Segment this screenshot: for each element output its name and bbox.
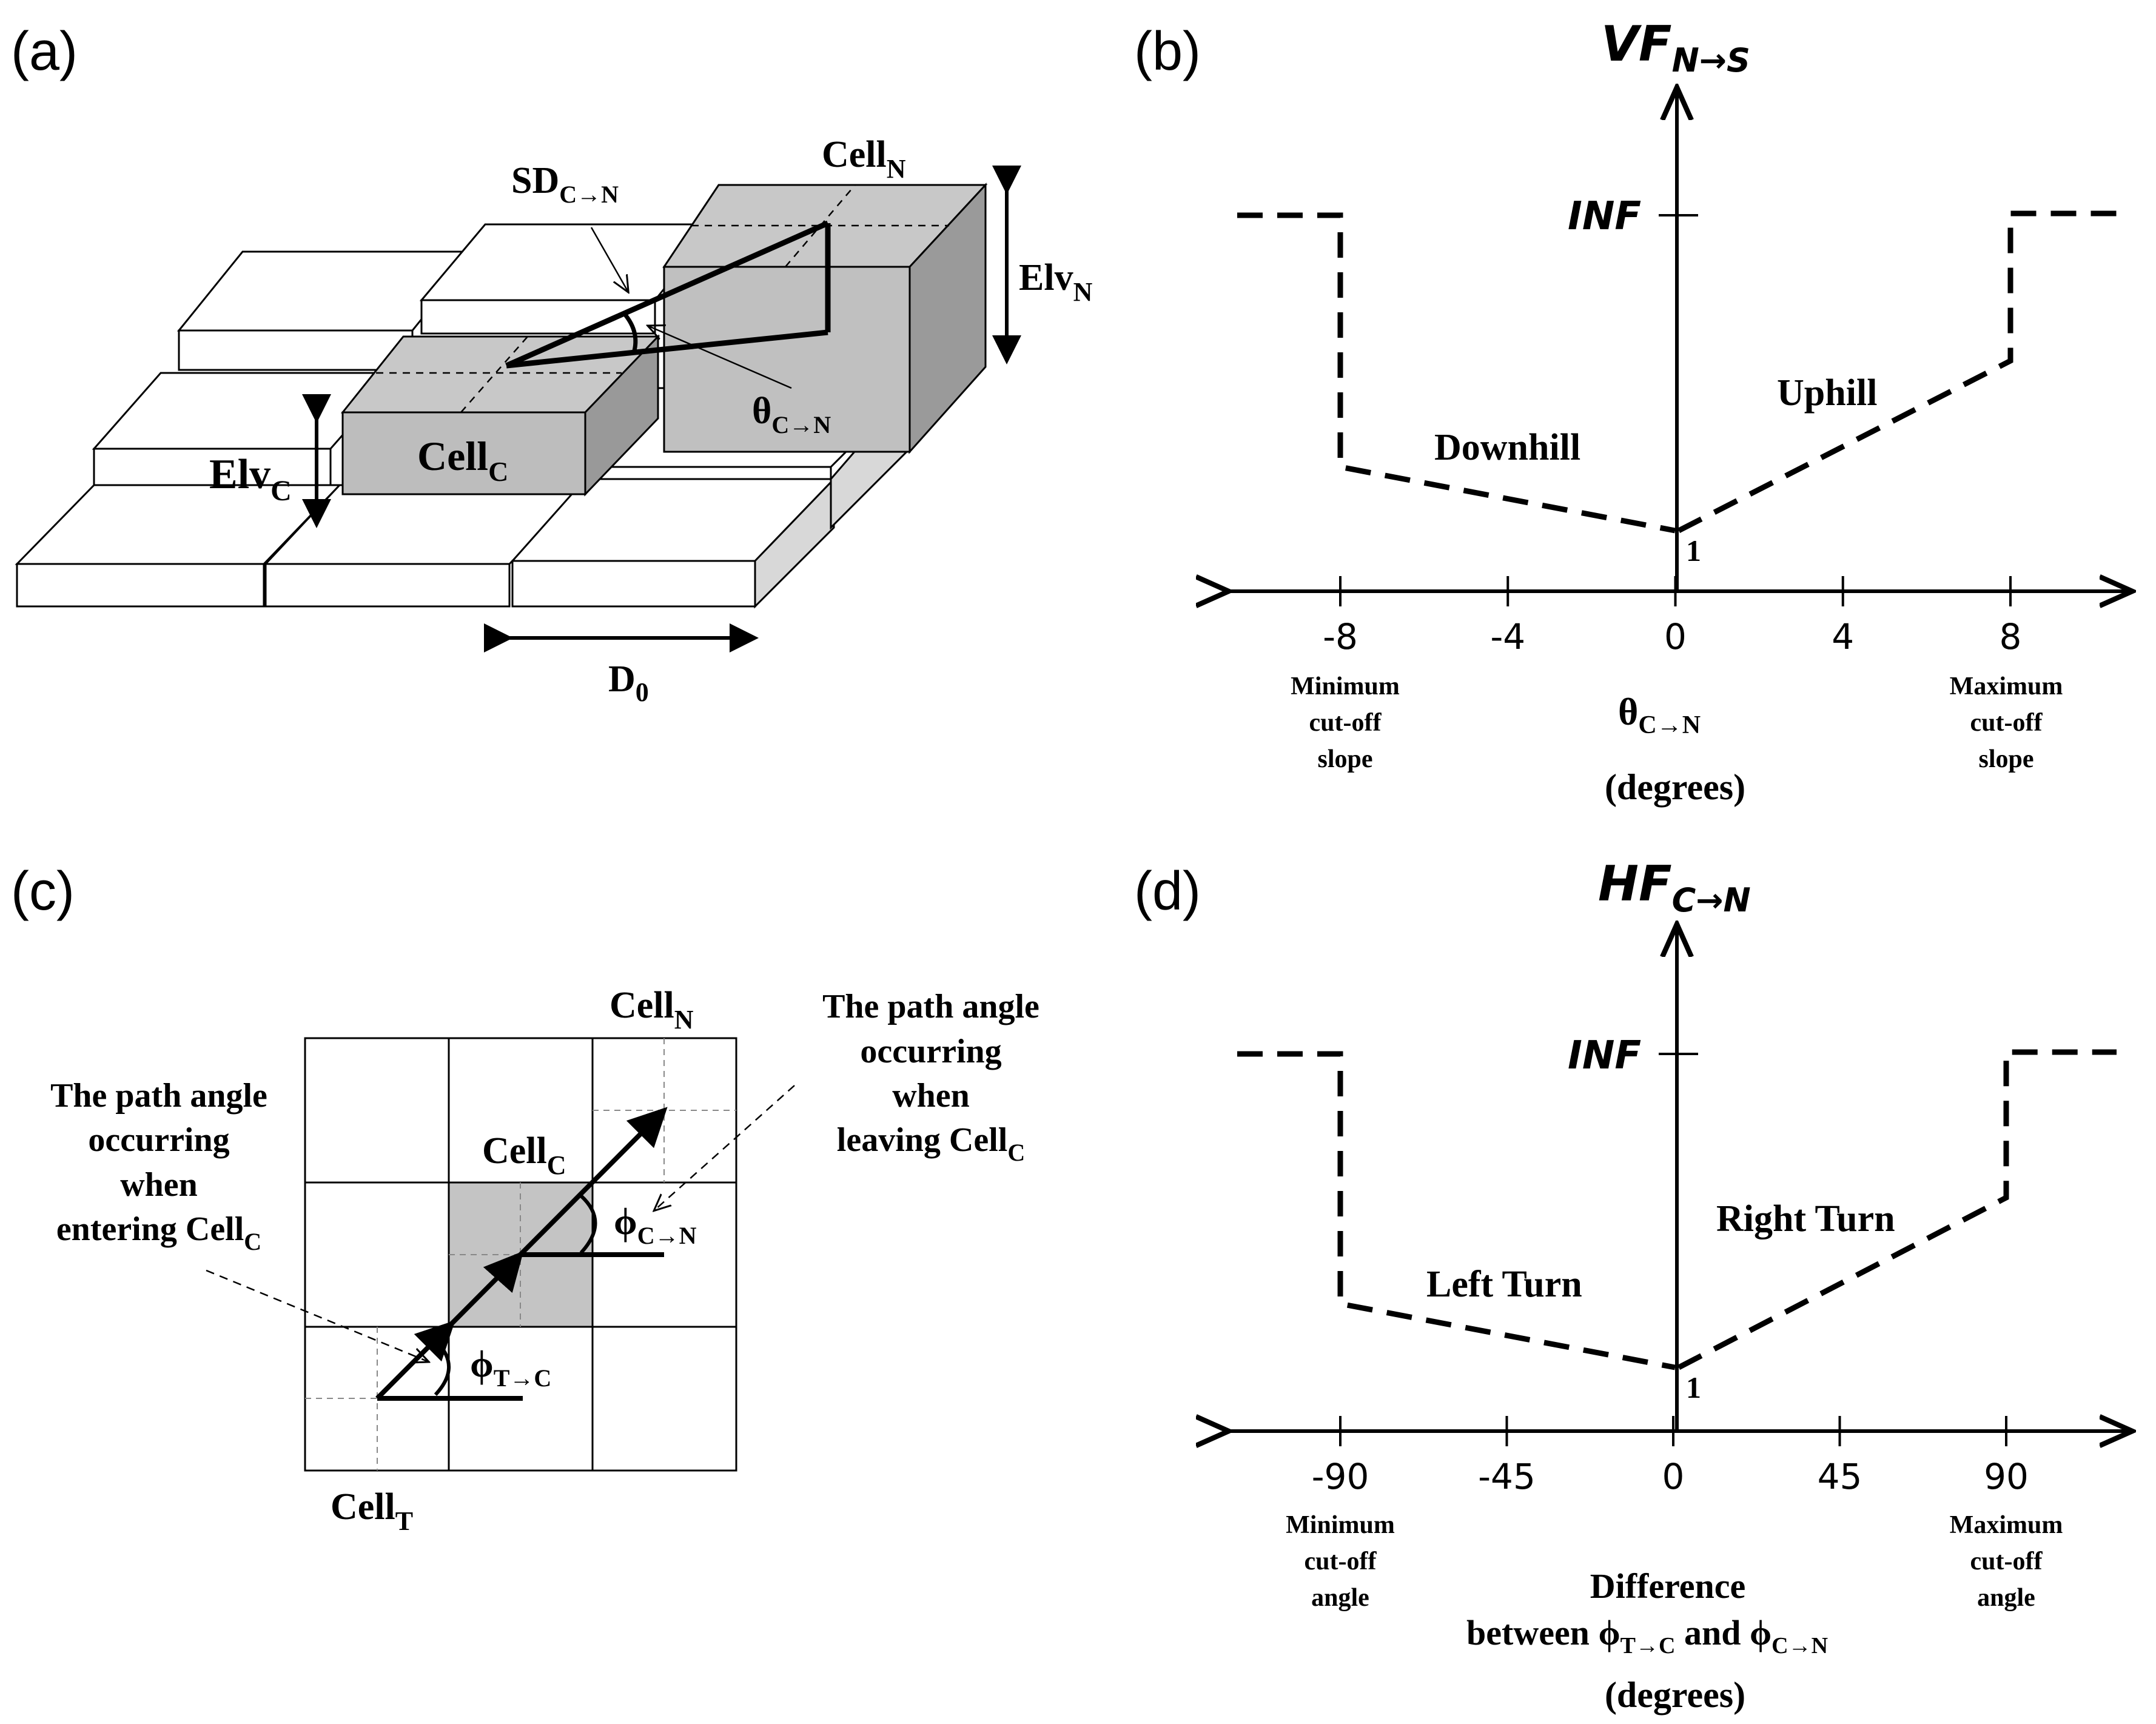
block-front-right-side: [754, 477, 835, 609]
svg-text:slope: slope: [1978, 745, 2033, 773]
cell-c-block: [340, 334, 660, 497]
b-uphill-line: [1677, 210, 2117, 534]
svg-text:Minimum: Minimum: [1286, 1511, 1395, 1539]
c-phi-cn-label: ϕC→N: [614, 1201, 697, 1249]
d-tick-label-1: -45: [1478, 1456, 1536, 1497]
b-tick-label-1: -4: [1490, 616, 1525, 657]
c-right-pointer: [655, 1085, 795, 1210]
svg-text:leaving CellC: leaving CellC: [837, 1121, 1025, 1166]
svg-text:when: when: [120, 1166, 198, 1204]
cell-n-label: CellN: [822, 134, 906, 184]
panel-b-letter: (b): [1134, 21, 1201, 82]
b-tick-label-2: 0: [1664, 616, 1687, 657]
d-tick-label-3: 45: [1818, 1456, 1862, 1497]
d-tick-label-0: -90: [1312, 1456, 1369, 1497]
d-left-turn-label: Left Turn: [1426, 1264, 1582, 1305]
svg-text:Maximum: Maximum: [1950, 672, 2063, 700]
svg-text:cut-off: cut-off: [1970, 709, 2043, 737]
b-tick-labels: -8 -4 0 4 8: [1323, 616, 2021, 657]
c-right-note: The path angle occurring when leaving Ce…: [822, 988, 1039, 1166]
d-one-label: 1: [1686, 1370, 1701, 1404]
panel-d-letter: (d): [1134, 861, 1201, 922]
b-one-label: 1: [1686, 534, 1701, 568]
svg-text:cut-off: cut-off: [1970, 1548, 2043, 1575]
d-inf-label: INF: [1568, 1033, 1641, 1078]
b-x-label: θC→N: [1618, 690, 1701, 739]
slope-triangle: [505, 220, 831, 369]
d-tick-marks: [1339, 1416, 2007, 1446]
svg-text:The path angle: The path angle: [822, 988, 1039, 1025]
c-left-note: The path angle occurring when entering C…: [50, 1077, 267, 1255]
block-front-right-front: [511, 560, 756, 608]
cell-c-label: CellC: [417, 433, 508, 487]
sd-pointer: [590, 227, 628, 291]
block-front-mid-front: [264, 563, 511, 608]
d-x-label-1: Difference: [1590, 1566, 1746, 1606]
d-curve: [1237, 1049, 2117, 1370]
c-cell-centerlines: [305, 1038, 736, 1471]
c-left-pointer: [206, 1269, 428, 1361]
d-x-label-2: between ϕT→C and ϕC→N: [1466, 1613, 1828, 1659]
d-left-turn-line: [1237, 1051, 1676, 1370]
svg-text:slope: slope: [1317, 745, 1372, 773]
sd-label: SDC→N: [511, 160, 619, 208]
b-min-note: Minimum cut-off slope: [1291, 672, 1400, 773]
theta-pointer: [649, 326, 792, 389]
b-y-label: VFN→S: [1601, 16, 1750, 79]
d-right-turn-line: [1677, 1049, 2117, 1370]
cell-n-block: [662, 183, 988, 454]
block-back-left-front: [178, 329, 414, 371]
b-max-note: Maximum cut-off slope: [1950, 672, 2063, 773]
svg-text:Maximum: Maximum: [1950, 1511, 2063, 1539]
svg-text:occurring: occurring: [88, 1121, 229, 1159]
b-downhill-label: Downhill: [1434, 427, 1580, 468]
b-inf-label: INF: [1568, 194, 1641, 239]
svg-text:occurring: occurring: [860, 1033, 1001, 1070]
theta-label: θC→N: [752, 391, 831, 438]
svg-text:cut-off: cut-off: [1305, 1548, 1377, 1575]
svg-text:cut-off: cut-off: [1309, 709, 1382, 737]
block-front-left-front: [16, 563, 265, 608]
d0-label: D0: [608, 659, 649, 707]
svg-text:Minimum: Minimum: [1291, 672, 1400, 700]
d-min-note: Minimum cut-off angle: [1286, 1511, 1395, 1612]
d-tick-labels: -90 -45 0 45 90: [1312, 1456, 2029, 1497]
svg-text:entering CellC: entering CellC: [56, 1210, 261, 1255]
c-cell-t-label: CellT: [331, 1486, 413, 1536]
panel-a: (a): [11, 21, 1093, 707]
svg-text:angle: angle: [1311, 1584, 1369, 1612]
b-tick-label-3: 4: [1832, 616, 1854, 657]
b-curve: [1237, 210, 2117, 534]
b-unit-label: (degrees): [1605, 767, 1745, 807]
b-tick-label-4: 8: [2000, 616, 2022, 657]
c-cell-c-label: CellC: [482, 1130, 566, 1180]
d-right-turn-label: Right Turn: [1716, 1198, 1895, 1239]
d-tick-label-4: 90: [1984, 1456, 2029, 1497]
panel-c-letter: (c): [11, 861, 75, 922]
c-cell-n-label: CellN: [610, 985, 694, 1035]
svg-text:angle: angle: [1977, 1584, 2035, 1612]
panel-a-letter: (a): [11, 21, 78, 82]
elv-n-label: ElvN: [1019, 257, 1093, 307]
svg-text:The path angle: The path angle: [50, 1077, 267, 1115]
b-tick-label-0: -8: [1323, 616, 1358, 657]
d-unit-label: (degrees): [1605, 1675, 1745, 1715]
d-max-note: Maximum cut-off angle: [1950, 1511, 2063, 1612]
svg-text:when: when: [892, 1077, 970, 1115]
elv-c-label: ElvC: [209, 451, 292, 507]
d-y-label: HFC→N: [1598, 856, 1751, 919]
d-tick-label-2: 0: [1662, 1456, 1685, 1497]
panel-c: (c) CellN CellC: [11, 861, 1039, 1536]
c-phi-tc-label: ϕT→C: [470, 1344, 551, 1392]
block-mid-right-front: [587, 466, 832, 480]
panel-d: (d) -90 -45 0 45 90 INF 1 HFC→N Left Turn Ri…: [1134, 856, 2129, 1715]
b-tick-marks: [1339, 576, 2012, 606]
b-downhill-line: [1237, 212, 1676, 534]
b-uphill-label: Uphill: [1777, 372, 1877, 414]
